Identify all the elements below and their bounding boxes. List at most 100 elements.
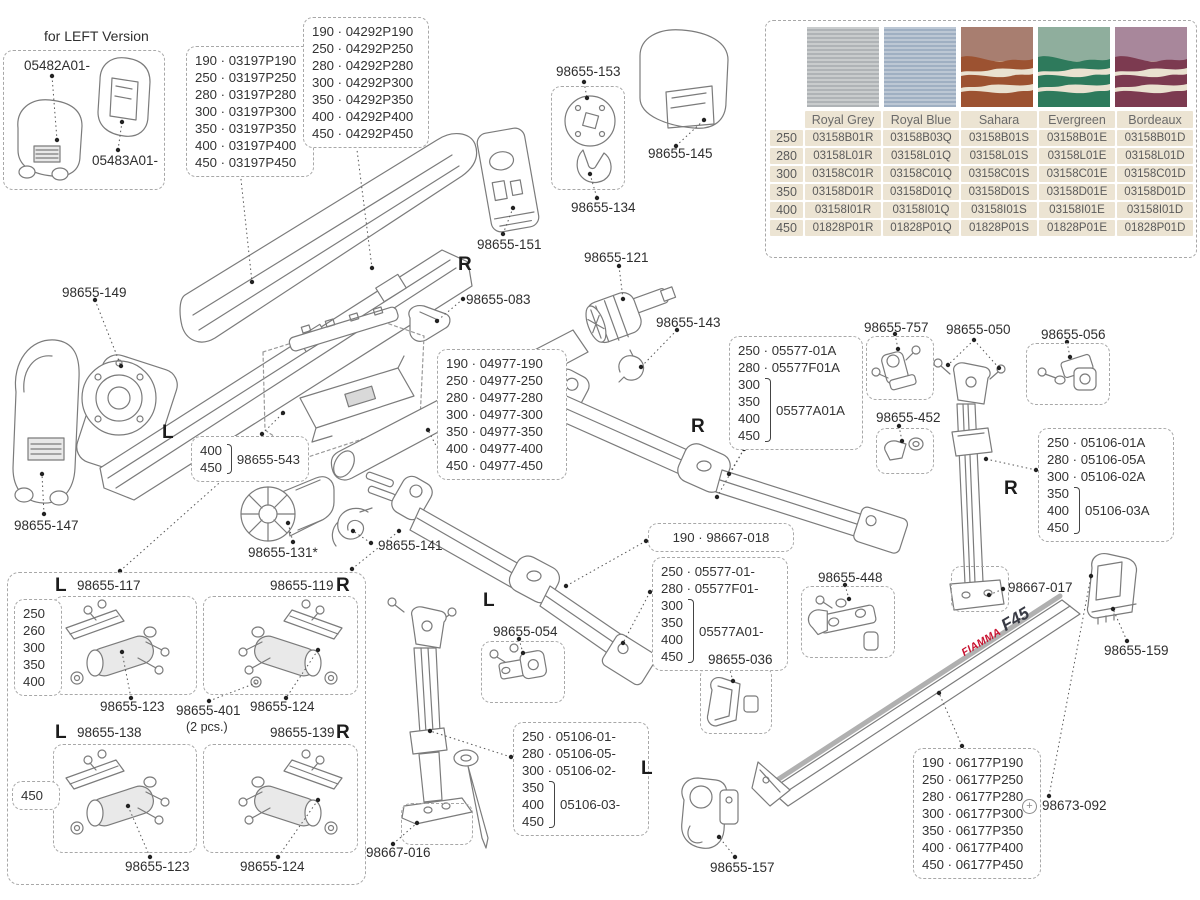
size-row: 350 xyxy=(1047,486,1070,501)
bracket-glyph xyxy=(765,378,772,442)
part-list-98667-018: 190 · 98667-018 xyxy=(648,523,794,552)
bracket-box-98655-119 xyxy=(203,596,358,695)
bracket-glyph xyxy=(549,781,556,828)
fabric-code-cell: 01828P01E xyxy=(1039,220,1115,236)
callout-98655-050: 98655-050 xyxy=(946,322,1011,337)
size-row: 260 xyxy=(23,623,46,638)
fabric-code-cell: 03158C01Q xyxy=(883,166,959,182)
part-list-row: 350 · 03197P350 xyxy=(195,121,297,136)
callout-98655-159: 98655-159 xyxy=(1104,643,1169,658)
fabric-column-header: Royal Grey xyxy=(805,111,881,128)
fabric-code-cell: 03158B01S xyxy=(961,130,1037,146)
part-list-row: 400 · 06177P400 xyxy=(922,840,1024,855)
part-list-row: 280 · 04292P280 xyxy=(312,58,414,73)
part-list-row: 450 · 04292P450 xyxy=(312,126,414,141)
fabric-code-cell: 03158I01D xyxy=(1117,202,1193,218)
size-row: 300 xyxy=(23,640,46,655)
part-list-05106: 250 · 05106-01-280 · 05106-05-300 · 0510… xyxy=(513,722,649,836)
fabric-code-cell: 03158D01R xyxy=(805,184,881,200)
fabric-code-cell: 03158L01R xyxy=(805,148,881,164)
fabric-code-cell: 03158B03Q xyxy=(883,130,959,146)
size-row: 450 xyxy=(200,460,223,475)
part-list-row: 300 · 05106-02- xyxy=(522,763,616,778)
left-marker: L xyxy=(55,722,67,743)
part-list-row: 400 · 03197P400 xyxy=(195,138,297,153)
callout-98667-016: 98667-016 xyxy=(366,845,431,860)
part-list-row: 280 · 05577F01A xyxy=(738,360,840,375)
right-marker: R xyxy=(336,722,350,743)
fabric-code-cell: 01828P01D xyxy=(1117,220,1193,236)
bracket-code: 98655-543 xyxy=(236,451,300,467)
left-marker: L xyxy=(162,422,174,443)
callout-98655-149: 98655-149 xyxy=(62,285,127,300)
part-list-row: 190 · 04977-190 xyxy=(446,356,543,371)
part-list-row: 400 · 04292P400 xyxy=(312,109,414,124)
size-row: 450 xyxy=(738,428,761,443)
fabric-code-cell: 03158I01R xyxy=(805,202,881,218)
fabric-size-cell: 300 xyxy=(770,166,803,182)
group-box-98667-016 xyxy=(401,803,473,845)
plus-icon: + xyxy=(1022,799,1037,814)
fabric-column-header: Royal Blue xyxy=(883,111,959,128)
left-marker: L xyxy=(483,590,495,611)
callout-98655-147: 98655-147 xyxy=(14,518,79,533)
part-list-row: 300 · 05106-02A xyxy=(1047,469,1146,484)
fabric-code-cell: 03158D01D xyxy=(1117,184,1193,200)
size-row: 250 xyxy=(23,606,46,621)
group-box-98655-054 xyxy=(481,641,565,703)
callout-98655-757: 98655-757 xyxy=(864,320,929,335)
fabric-code-cell: 03158D01S xyxy=(961,184,1037,200)
fabric-code-cell: 03158D01E xyxy=(1039,184,1115,200)
size-row: 400 xyxy=(522,797,545,812)
fabric-code-cell: 03158B01E xyxy=(1039,130,1115,146)
callout-98655-119: 98655-119 xyxy=(270,578,334,593)
part-list-row: 300 · 03197P300 xyxy=(195,104,297,119)
fabric-code-cell: 03158I01E xyxy=(1039,202,1115,218)
left-marker: L xyxy=(55,575,67,596)
callout-98655-083: 98655-083 xyxy=(466,292,531,307)
callout-98655-145: 98655-145 xyxy=(648,146,713,161)
bracket-code: 05106-03A xyxy=(1085,503,1150,518)
part-list-row: 300 · 04292P300 xyxy=(312,75,414,90)
group-box-98655-452 xyxy=(876,428,934,474)
fabric-size-cell: 450 xyxy=(770,220,803,236)
bracket-code: 05577A01- xyxy=(699,623,764,639)
callout-98655-123-lower: 98655-123 xyxy=(125,859,190,874)
bracket-glyph xyxy=(1074,487,1081,534)
part-list-row: 280 · 05106-05A xyxy=(1047,452,1146,467)
bracket-code: 05106-03- xyxy=(560,797,621,812)
part-list-row: 350 · 04977-350 xyxy=(446,424,543,439)
callout-98655-056: 98655-056 xyxy=(1041,327,1106,342)
fabric-code-cell: 03158I01Q xyxy=(883,202,959,218)
part-list-row: 350 · 06177P350 xyxy=(922,823,1024,838)
part-list-row: 250 · 06177P250 xyxy=(922,772,1024,787)
part-list-row: 250 · 04977-250 xyxy=(446,373,543,388)
part-list-row: 190 · 98667-018 xyxy=(672,530,770,545)
part-list-row: 450 · 03197P450 xyxy=(195,155,297,170)
fabric-code-cell: 01828P01R xyxy=(805,220,881,236)
part-list-row: 280 · 04977-280 xyxy=(446,390,543,405)
size-row: 400 xyxy=(200,443,223,458)
size-row: 350 xyxy=(661,615,684,630)
fabric-code-cell: 03158B01D xyxy=(1117,130,1193,146)
size-row: 450 xyxy=(21,788,44,803)
callout-98655-054: 98655-054 xyxy=(493,624,558,639)
fabric-code-cell: 03158D01Q xyxy=(883,184,959,200)
callout-98655-157: 98655-157 xyxy=(710,860,775,875)
callout-98655-123: 98655-123 xyxy=(100,699,165,714)
fabric-column-header: Sahara xyxy=(961,111,1037,128)
fabric-code-cell: 01828P01S xyxy=(961,220,1037,236)
right-marker: R xyxy=(691,416,705,437)
callout-98655-134: 98655-134 xyxy=(571,200,636,215)
fabric-code-cell: 01828P01Q xyxy=(883,220,959,236)
fabric-code-cell: 03158L01S xyxy=(961,148,1037,164)
size-row: 400 xyxy=(23,674,46,689)
callout-98655-117: 98655-117 xyxy=(77,578,141,593)
